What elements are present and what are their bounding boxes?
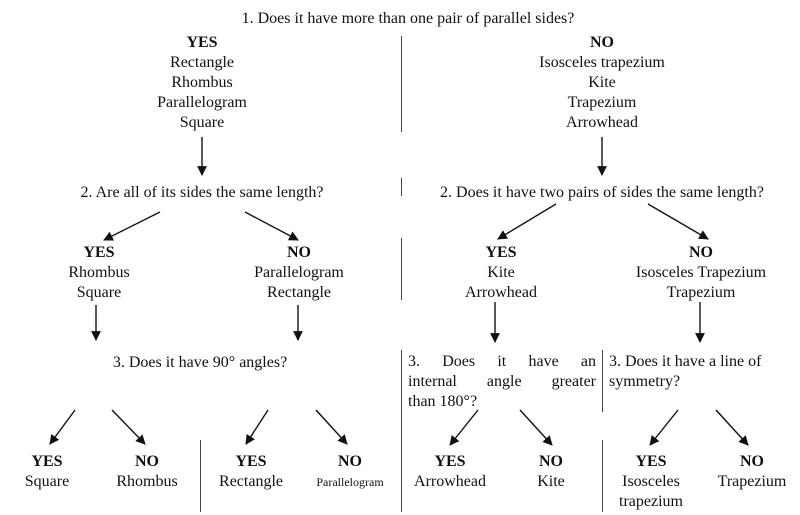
divider-center-yesno [401,238,402,300]
leaf-square-item: Square [24,473,70,490]
leaf-isosceles-item: Isosceles [622,473,680,490]
q1-yes-item: Square [179,114,225,131]
leaf-rectangle: YES Rectangle [219,452,283,492]
q1-yes-item: Rhombus [171,74,233,91]
right-q3a-question: 3. Does it have an internal angle greate… [408,352,596,412]
left-q3-question: 3. Does it have 90° angles? [112,354,288,371]
leaf-rectangle-item: Rectangle [219,473,283,490]
q1-no-item: Arrowhead [566,114,638,131]
right-q3b-question: 3. Does it have a line of symmetry? [609,352,794,392]
right-no-item: Isosceles Trapezium [635,264,767,281]
left-no-label: NO [287,244,311,261]
arrow-left-q2-yes [103,211,161,241]
q1-yes-item: Parallelogram [157,94,247,111]
right-q2-question: 2. Does it have two pairs of sides the s… [440,184,764,201]
divider-center-bottom [401,350,402,512]
left-no-item: Parallelogram [254,264,344,281]
leaf-rhombus-label: NO [135,453,159,470]
q1-no-group: NO Isosceles trapezium Kite Trapezium Ar… [539,33,665,133]
divider-left-bottom [200,440,201,512]
leaf-trapezium-item: Trapezium [717,473,787,490]
left-no-group: NO Parallelogram Rectangle [254,243,344,303]
right-q3a-line: 3. Does it have an [408,353,596,370]
leaf-square-label: YES [31,453,63,470]
q1-question: 1. Does it have more than one pair of pa… [241,10,575,27]
right-q3a-line: internal angle greater [408,373,596,390]
leaf-parallelogram-label: NO [338,453,362,470]
right-yes-item: Kite [487,264,515,281]
right-no-item: Trapezium [666,284,736,301]
leaf-arrowhead: YES Arrowhead [414,452,486,492]
leaf-arrowhead-label: YES [434,453,466,470]
q1-no-label: NO [589,34,614,51]
leaf-square: YES Square [25,452,69,492]
arrow-l-yes-no [111,409,146,445]
leaf-rhombus: NO Rhombus [116,452,177,492]
right-no-label: NO [688,244,713,261]
right-q3b-line: 3. Does it have a line of [609,353,762,370]
q1-no-item: Isosceles trapezium [539,54,665,71]
right-q3a-line: than 180°? [408,393,478,410]
leaf-trapezium: NO Trapezium [718,452,787,492]
right-yes-item: Arrowhead [465,284,537,301]
arrow-l-no-no [315,409,348,445]
arrow-left-q2-no [244,211,299,241]
divider-center-q2 [401,178,402,196]
arrow-l-yes-yes [49,409,76,445]
arrow-r-b-yes [649,409,679,446]
arrow-r-b-no [715,409,749,446]
leaf-isosceles-label: YES [635,453,667,470]
leaf-rectangle-label: YES [235,453,267,470]
right-no-group: NO Isosceles Trapezium Trapezium [636,243,766,303]
leaf-isosceles-trapezium: YES Isosceles trapezium [619,452,683,512]
arrow-l-no-yes [245,409,269,445]
leaf-kite-item: Kite [537,473,565,490]
leaf-parallelogram-item: Parallelogram [316,475,384,489]
left-yes-label: YES [83,244,115,261]
q1-no-item: Kite [588,74,616,91]
leaf-kite: NO Kite [537,452,565,492]
divider-center-top [401,36,402,132]
left-yes-item: Square [76,284,122,301]
left-yes-group: YES Rhombus Square [68,243,129,303]
q1-yes-group: YES Rectangle Rhombus Parallelogram Squa… [157,33,247,133]
q1-no-item: Trapezium [567,94,637,111]
divider-right-q3 [602,350,603,412]
right-q3b-line: symmetry? [609,373,681,390]
right-yes-group: YES Kite Arrowhead [465,243,537,303]
left-no-item: Rectangle [267,284,331,301]
left-q2-question: 2. Are all of its sides the same length? [80,184,324,201]
leaf-isosceles-item: trapezium [619,493,683,510]
q1-yes-item: Rectangle [170,54,234,71]
arrow-r-a-yes [449,409,479,446]
leaf-parallelogram: NO Parallelogram [316,452,383,492]
leaf-kite-label: NO [538,453,563,470]
arrow-r-a-no [519,409,553,446]
leaf-arrowhead-item: Arrowhead [414,473,486,490]
q1-yes-label: YES [186,34,218,51]
divider-right-bottom [602,440,603,512]
leaf-rhombus-item: Rhombus [116,473,178,490]
left-yes-item: Rhombus [68,264,130,281]
right-yes-label: YES [485,244,517,261]
leaf-trapezium-label: NO [739,453,764,470]
arrow-right-q2-no [647,203,709,240]
arrow-right-q2-yes [497,203,557,240]
